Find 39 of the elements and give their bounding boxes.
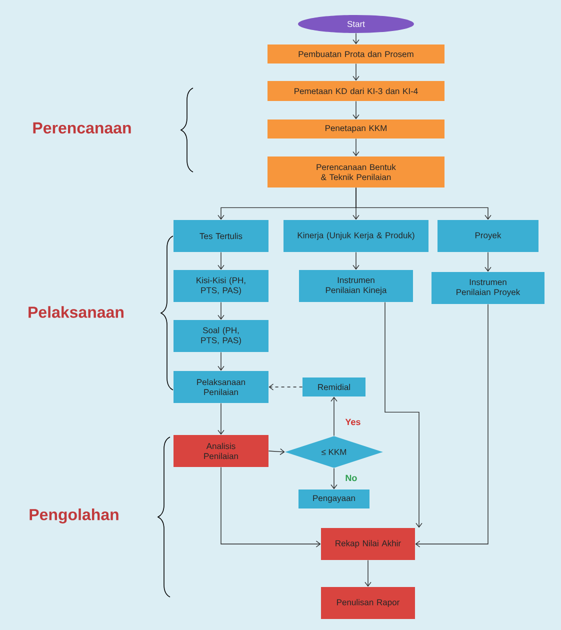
process-box: Instrumen Penilaian Proyek — [432, 272, 544, 304]
arrow — [352, 138, 360, 156]
arrow — [352, 252, 360, 270]
process-box: Perencanaan Bentuk & Teknik Penilaian — [268, 156, 444, 188]
process-box: Pengayaan — [298, 490, 370, 508]
arrow — [330, 396, 338, 436]
arrow — [364, 560, 372, 587]
process-box: Penulisan Rapor — [321, 587, 415, 619]
arrow — [218, 352, 224, 371]
arrow — [220, 466, 321, 548]
arrow — [484, 252, 492, 272]
section-label: Pelaksanaan — [28, 306, 124, 318]
arrow — [268, 384, 303, 390]
process-box: Instrumen Penilaian Kineja — [299, 270, 413, 302]
arrow — [352, 32, 360, 44]
process-box: Tes Tertulis — [174, 220, 268, 252]
arrow — [218, 302, 224, 320]
process-box: Rekap Nilai Akhir — [321, 528, 415, 560]
arrow — [356, 187, 492, 220]
process-box: Soal (PH, PTS, PAS) — [174, 320, 268, 352]
process-box: Proyek — [438, 220, 538, 252]
arrow — [352, 100, 360, 120]
process-box: Kisi-Kisi (PH, PTS, PAS) — [174, 270, 268, 302]
process-box: Pembuatan Prota dan Prosem — [268, 44, 444, 64]
arrow — [415, 304, 488, 548]
process-box: Analisis Penilaian — [174, 435, 268, 467]
process-box: Penetapan KKM — [268, 120, 444, 138]
arrow — [330, 468, 338, 490]
process-box: Pemetaan KD dari KI-3 dan KI-4 — [268, 81, 444, 101]
section-label: Perencanaan — [33, 122, 131, 134]
section-label: Pengolahan — [30, 508, 118, 524]
process-box: Remidial — [302, 378, 366, 396]
process-box: Pelaksanaan Penilaian — [174, 371, 268, 403]
arrow — [268, 448, 285, 456]
arrow — [384, 302, 422, 528]
process-box: Kinerja (Unjuk Kerja & Produk) — [284, 220, 428, 252]
arrow — [218, 402, 224, 435]
arrow — [352, 63, 360, 81]
arrow — [218, 252, 224, 270]
